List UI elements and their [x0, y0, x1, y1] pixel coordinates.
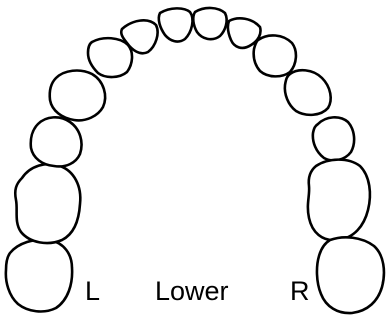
- right-side-label: R: [290, 276, 310, 306]
- right-first-premolar: [283, 68, 332, 117]
- left-first-molar: [13, 162, 82, 245]
- left-lateral-incisor: [119, 19, 159, 55]
- right-first-molar: [306, 158, 372, 242]
- right-central-incisor: [191, 6, 228, 41]
- left-side-label: L: [85, 276, 100, 306]
- right-lateral-incisor: [226, 17, 262, 50]
- left-teeth: [4, 7, 194, 313]
- right-second-molar: [315, 236, 386, 315]
- left-second-molar: [4, 238, 74, 313]
- right-second-premolar: [311, 116, 356, 162]
- left-central-incisor: [157, 7, 194, 43]
- left-canine: [86, 36, 134, 79]
- left-first-premolar: [48, 69, 107, 122]
- right-canine: [252, 34, 298, 78]
- arch-title-label: Lower: [155, 276, 229, 306]
- left-second-premolar: [29, 116, 83, 168]
- right-teeth: [191, 6, 386, 315]
